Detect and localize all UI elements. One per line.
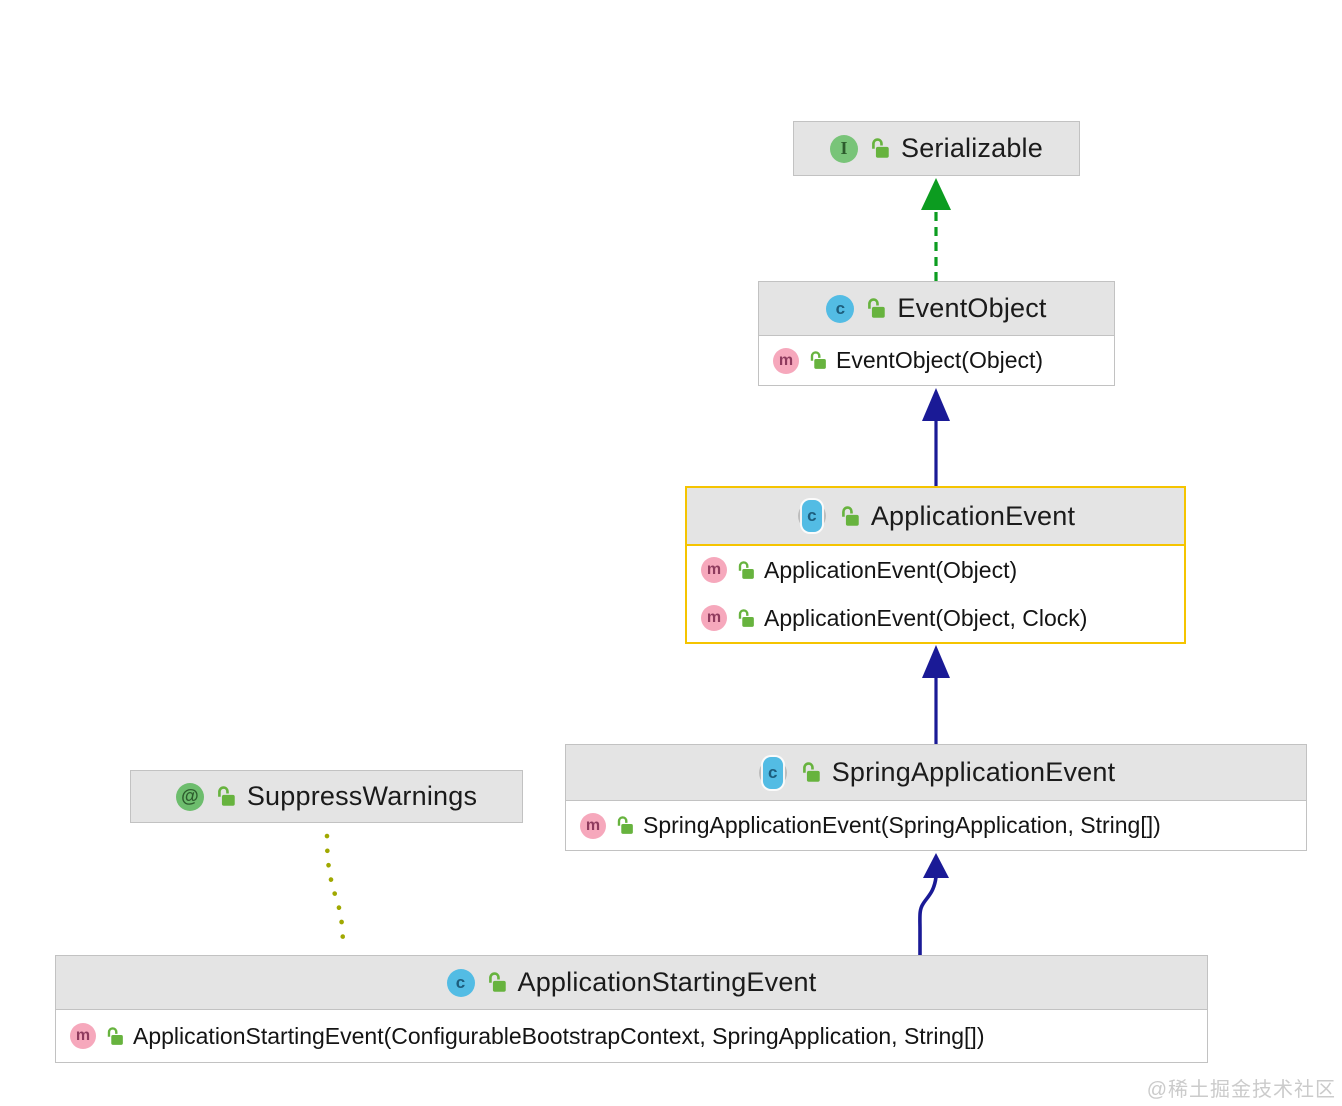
interface-icon: I [830,134,858,163]
watermark: @稀土掘金技术社区 [1146,1079,1336,1101]
node-header[interactable]: c SpringApplicationEvent [566,745,1306,801]
extends-edge-applicationstartingevent-springapplicationevent[interactable] [918,853,949,955]
node-header[interactable]: @ SuppressWarnings [131,771,522,822]
node-header[interactable]: I Serializable [794,122,1079,175]
class-node-applicationstartingevent[interactable]: c ApplicationStartingEvent m Application… [55,955,1208,1063]
node-body: m ApplicationStartingEvent(ConfigurableB… [56,1010,1207,1062]
abstract-class-icon: c [796,500,828,532]
method-signature: ApplicationStartingEvent(ConfigurableBoo… [133,1022,985,1049]
public-unlocked-padlock-icon [800,762,821,783]
class-icon: c [446,968,475,997]
public-unlocked-padlock-icon [486,972,507,993]
node-title: EventObject [897,293,1047,323]
method-icon: m [701,557,727,583]
annotation-node-suppresswarnings[interactable]: @ SuppressWarnings [130,770,523,823]
method-icon: m [580,812,606,839]
class-node-applicationevent-selected[interactable]: c ApplicationEvent m ApplicationEv [685,486,1186,644]
node-header[interactable]: c ApplicationStartingEvent [56,956,1207,1010]
public-unlocked-padlock-icon [839,505,860,527]
abstract-class-icon: c [757,756,789,789]
node-body: m EventObject(Object) [759,336,1114,385]
method-row[interactable]: m ApplicationEvent(Object) [687,546,1184,594]
node-title: SpringApplicationEvent [831,757,1116,787]
public-unlocked-padlock-icon [215,786,236,807]
method-icon: m [773,347,799,374]
public-unlocked-padlock-icon [869,138,890,159]
class-icon: c [826,294,855,323]
node-body: m ApplicationEvent(Object) m A [687,546,1184,642]
method-icon: m [701,605,727,631]
method-row[interactable]: m ApplicationStartingEvent(ConfigurableB… [56,1010,1207,1062]
implements-edge-eventobject-serializable[interactable] [921,178,951,281]
method-signature: ApplicationEvent(Object, Clock) [764,604,1088,631]
method-signature: ApplicationEvent(Object) [764,556,1018,583]
method-signature: EventObject(Object) [836,347,1044,373]
method-row[interactable]: m ApplicationEvent(Object, Clock) [687,594,1184,642]
node-header[interactable]: c EventObject [759,282,1114,336]
extends-edge-springapplicationevent-applicationevent[interactable] [922,645,950,744]
class-node-springapplicationevent[interactable]: c SpringApplicationEvent m SpringA [565,744,1307,851]
public-unlocked-padlock-icon [615,816,634,835]
node-title: ApplicationStartingEvent [517,967,817,997]
public-unlocked-padlock-icon [736,608,755,628]
public-unlocked-padlock-icon [808,351,827,370]
annotation-icon: @ [175,782,204,811]
method-row[interactable]: m SpringApplicationEvent(SpringApplicati… [566,801,1306,850]
interface-node-serializable[interactable]: I Serializable [793,121,1080,176]
extends-edge-applicationevent-eventobject[interactable] [922,388,950,486]
class-node-eventobject[interactable]: c EventObject m EventObject(Object) [758,281,1115,386]
method-icon: m [70,1023,96,1049]
node-title: SuppressWarnings [246,781,478,811]
method-row[interactable]: m EventObject(Object) [759,336,1114,385]
public-unlocked-padlock-icon [736,560,755,580]
public-unlocked-padlock-icon [865,298,886,319]
node-title: Serializable [901,133,1043,163]
node-body: m SpringApplicationEvent(SpringApplicati… [566,801,1306,850]
method-signature: SpringApplicationEvent(SpringApplication… [643,812,1161,838]
node-header[interactable]: c ApplicationEvent [687,488,1184,546]
annotation-edge-applicationstartingevent-suppresswarnings[interactable] [324,833,346,953]
public-unlocked-padlock-icon [105,1026,124,1046]
node-title: ApplicationEvent [870,500,1076,531]
